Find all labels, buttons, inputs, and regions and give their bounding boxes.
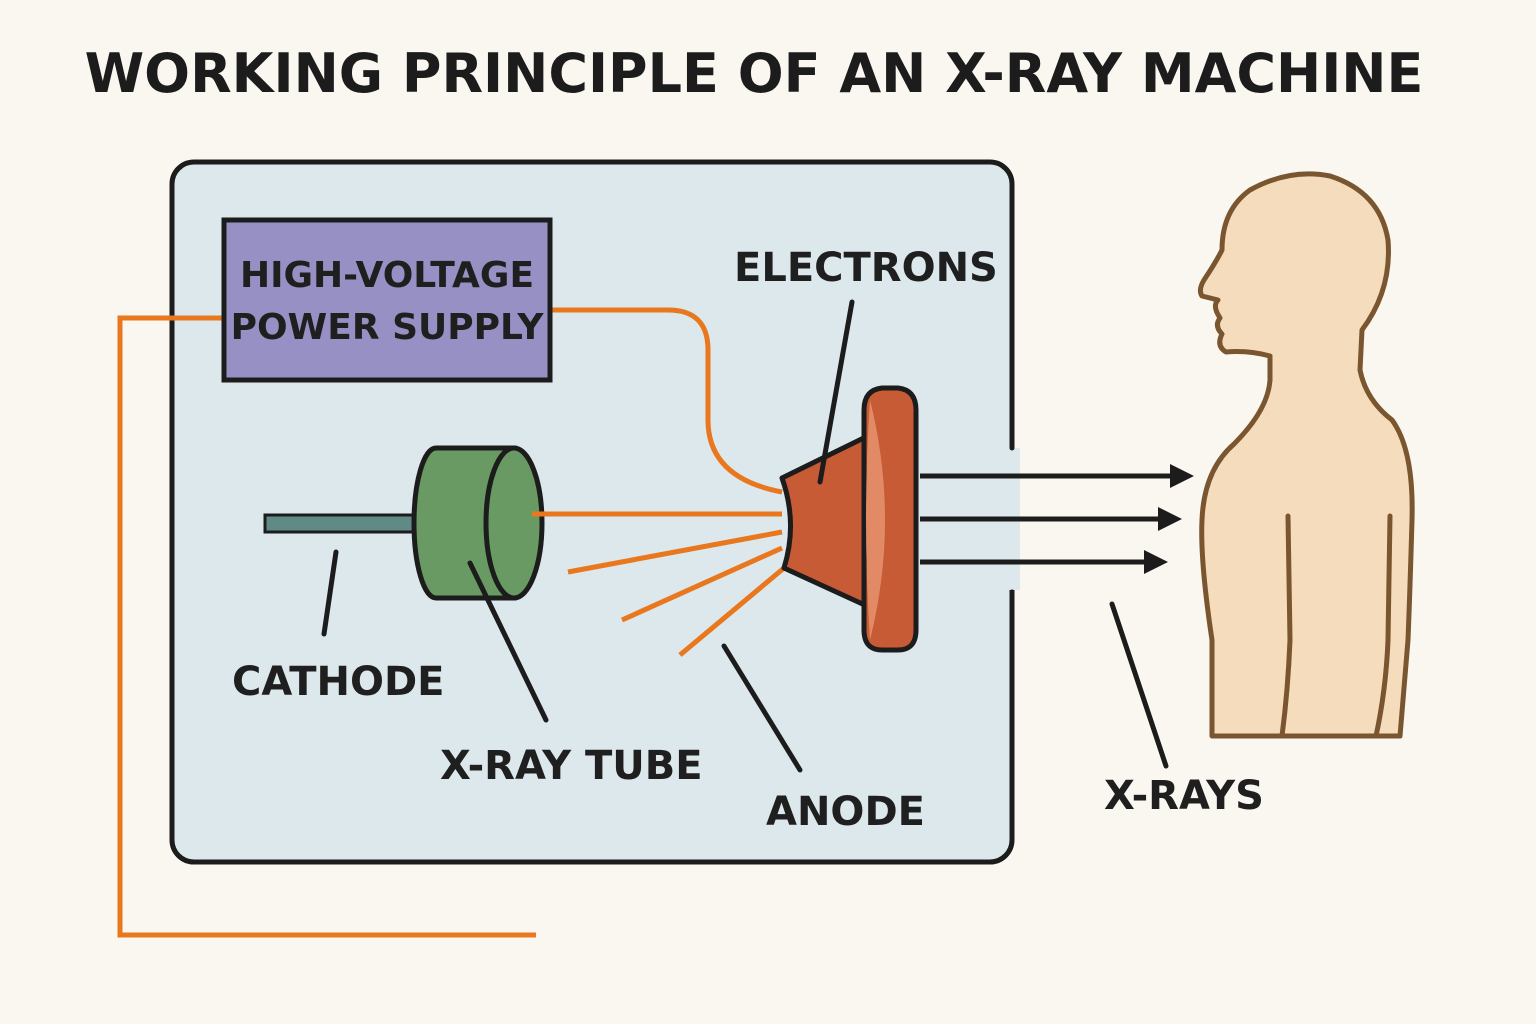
xray-tube <box>411 445 545 601</box>
power-supply-label: HIGH-VOLTAGE POWER SUPPLY <box>224 250 550 354</box>
pointer-lines <box>321 299 1169 773</box>
xrays-label: X-RAYS <box>1104 773 1264 819</box>
power-wire-anode <box>552 307 783 495</box>
cathode-rod <box>263 513 425 534</box>
electron-beams <box>532 511 786 657</box>
xray-arrows <box>920 471 1188 567</box>
power-supply-box <box>221 217 553 383</box>
arrowheads <box>1144 464 1194 574</box>
power-supply-label-line2: POWER SUPPLY <box>230 307 544 348</box>
electrons-label: ELECTRONS <box>734 245 998 291</box>
cathode-label: CATHODE <box>232 659 445 705</box>
xray-tube-label: X-RAY TUBE <box>440 743 703 789</box>
anode-target <box>779 385 919 653</box>
power-supply-label-line1: HIGH-VOLTAGE <box>239 255 535 296</box>
diagram-title: WORKING PRINCIPLE OF AN X-RAY MACHINE <box>84 42 1424 105</box>
anode-label: ANODE <box>766 789 925 835</box>
patient-silhouette <box>1197 171 1415 739</box>
power-wire-return <box>117 315 536 938</box>
